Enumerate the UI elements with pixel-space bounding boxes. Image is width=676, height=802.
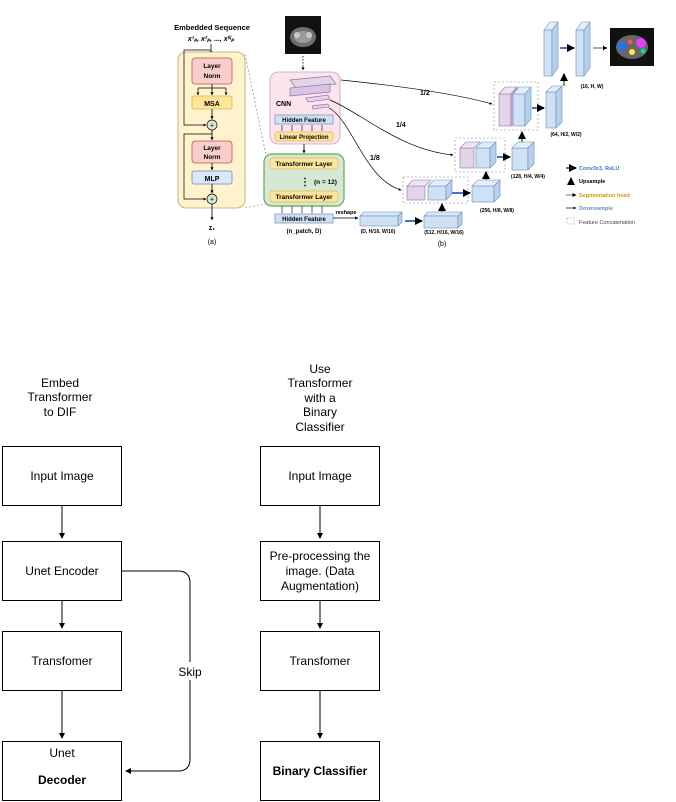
preprocessing-box[interactable]: Pre-processing the image. (Data Augmenta… <box>260 541 380 601</box>
shape-16-label: (16, H, W) <box>581 84 604 90</box>
z-output-label: z₁ <box>209 225 216 232</box>
decoder-top-label: Unet <box>49 746 75 760</box>
skip-label: Skip <box>178 665 202 679</box>
right-transformer-box[interactable]: Transfomer <box>260 631 380 691</box>
legend-seg-head: Segmentation head <box>579 193 630 199</box>
reshaped-tensor <box>359 215 399 227</box>
flow-left-title: Embed Transformer to DIF <box>27 376 93 419</box>
mlp-label: MLP <box>205 176 220 183</box>
skip-eighth-label: 1/8 <box>370 155 380 162</box>
feature-128 <box>511 147 529 171</box>
plus-2: + <box>210 197 214 204</box>
concat-box-quarter <box>454 137 506 173</box>
transformer-layer-bottom-label: Transformer Layer <box>275 194 333 201</box>
layer-norm-2-label-b: Norm <box>204 154 221 161</box>
flow-right-title: Use Transformer with a Binary Classifier <box>287 362 353 434</box>
layer-norm-1-box <box>191 57 233 85</box>
feature-256 <box>471 185 495 203</box>
transformer-layer-bottom-box <box>269 190 339 203</box>
transformer-layer-top-box <box>269 157 339 170</box>
legend: Conv3x3, ReLU Upsample Segmentation head… <box>566 164 635 226</box>
layer-norm-1-label-b: Norm <box>204 73 221 80</box>
shape-128-label: (128, H/4, W/4) <box>511 174 545 180</box>
feature-16-b <box>575 29 585 77</box>
shape-64-label: (64, H/2, W/2) <box>550 132 581 138</box>
hidden-feature-cnn-label: Hidden Feature <box>282 118 326 124</box>
feature-64 <box>545 91 557 129</box>
shape-256-label: (256, H/8, W/8) <box>480 208 514 214</box>
hidden-feature-out-label: Hidden Feature <box>282 217 326 223</box>
transformer-layer-top-label: Transformer Layer <box>275 161 333 168</box>
decoder-bottom-label: Decoder <box>37 773 87 787</box>
embedded-sequence-formula: x¹ₚ, x²ₚ, ..., xᴺₚ <box>187 36 235 43</box>
embedded-sequence-label: Embedded Sequence <box>174 23 250 32</box>
legend-conv: Conv3x3, ReLU <box>579 166 619 172</box>
msa-label: MSA <box>204 101 220 108</box>
hidden-feature-cnn-box <box>274 114 334 125</box>
legend-concat: Feature Concatenation <box>579 220 635 226</box>
unet-encoder-box[interactable]: Unet Encoder <box>2 541 122 601</box>
hidden-feature-out-box <box>274 213 334 224</box>
plus-1: + <box>210 123 214 130</box>
skip-quarter-label: 1/4 <box>396 122 406 129</box>
n-equals-label: (n = 12) <box>314 179 337 186</box>
binary-classifier-box[interactable]: Binary Classifier <box>260 741 380 801</box>
n-patch-label: (n_patch, D) <box>287 229 322 235</box>
left-transformer-box[interactable]: Transfomer <box>2 631 122 691</box>
cnn-feature-3 <box>311 103 330 110</box>
unet-decoder-box[interactable]: Unet Decoder <box>2 741 122 801</box>
legend-downsample: Downsample <box>579 206 613 212</box>
skip-half-label: 1/2 <box>420 90 430 97</box>
right-input-image-box[interactable]: Input Image <box>260 446 380 506</box>
linear-projection-label: Linear Projection <box>279 135 328 141</box>
shape-d-label: (D, H/16, W/16) <box>361 229 396 235</box>
shape-512-label: (512, H/16, W/16) <box>424 230 464 236</box>
linear-projection-box <box>274 131 334 142</box>
vertical-ellipsis: ⋮ <box>300 177 310 188</box>
feature-16-a <box>543 29 553 77</box>
layer-norm-1-label-a: Layer <box>203 63 221 70</box>
legend-upsample: Upsample <box>579 179 605 185</box>
layer-norm-2-label-a: Layer <box>203 145 221 152</box>
cnn-feature-2 <box>305 94 331 103</box>
feature-512 <box>423 215 459 229</box>
reshape-label: reshape <box>335 210 356 216</box>
cnn-label: CNN <box>276 101 291 108</box>
panel-a-label: (a) <box>208 239 217 246</box>
left-input-image-box[interactable]: Input Image <box>2 446 122 506</box>
panel-b-label: (b) <box>438 241 447 248</box>
